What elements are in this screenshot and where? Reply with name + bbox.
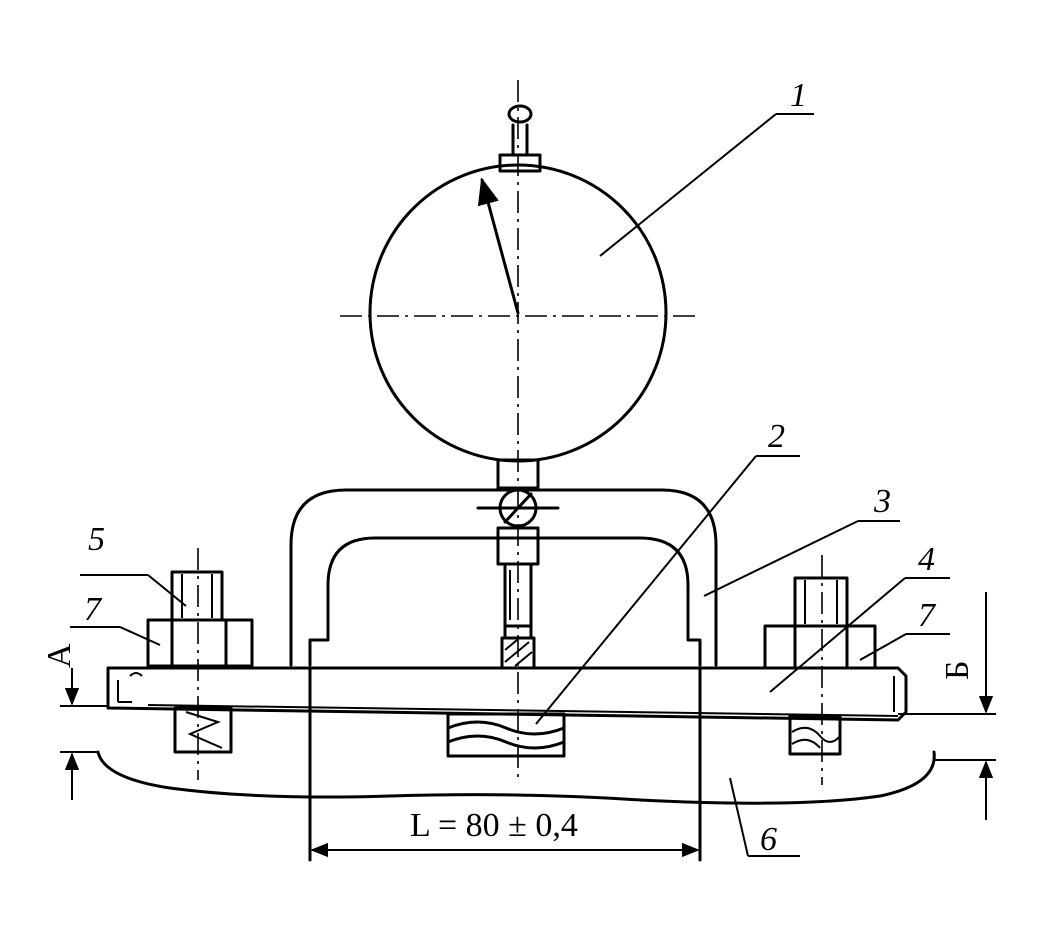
callout-5: 5 <box>80 521 187 607</box>
dimension-gap-a: А <box>41 643 108 800</box>
label-nut-right: 7 <box>918 597 937 634</box>
part <box>96 750 936 805</box>
dial-gauge <box>340 80 700 780</box>
dimension-length: L = 80 ± 0,4 <box>310 807 700 858</box>
dimension-gap-a-text: А <box>41 643 78 668</box>
callout-6: 6 <box>729 777 800 858</box>
label-part: 6 <box>760 821 777 858</box>
label-nut-left: 7 <box>84 591 103 628</box>
label-dial-gauge: 1 <box>790 77 807 114</box>
sensor-probe <box>446 712 566 758</box>
dimension-length-text: L = 80 ± 0,4 <box>410 807 578 844</box>
bracket <box>289 488 718 667</box>
callout-1: 1 <box>599 77 814 257</box>
label-sensor-probe: 2 <box>768 418 785 455</box>
callout-7-right: 7 <box>859 597 950 661</box>
label-bolt: 5 <box>88 521 105 558</box>
label-bracket: 3 <box>873 483 891 520</box>
callout-7-left: 7 <box>70 591 161 646</box>
dimension-gap-b-text: Б <box>939 660 976 680</box>
label-base-plate: 4 <box>918 541 935 578</box>
dimension-gap-b: Б <box>898 592 996 820</box>
callout-3: 3 <box>703 483 900 597</box>
left-bolt-assembly <box>146 548 254 780</box>
callout-2: 2 <box>535 418 800 725</box>
callout-4: 4 <box>769 541 950 693</box>
base-plate <box>106 666 908 862</box>
right-bolt-assembly <box>763 555 877 785</box>
